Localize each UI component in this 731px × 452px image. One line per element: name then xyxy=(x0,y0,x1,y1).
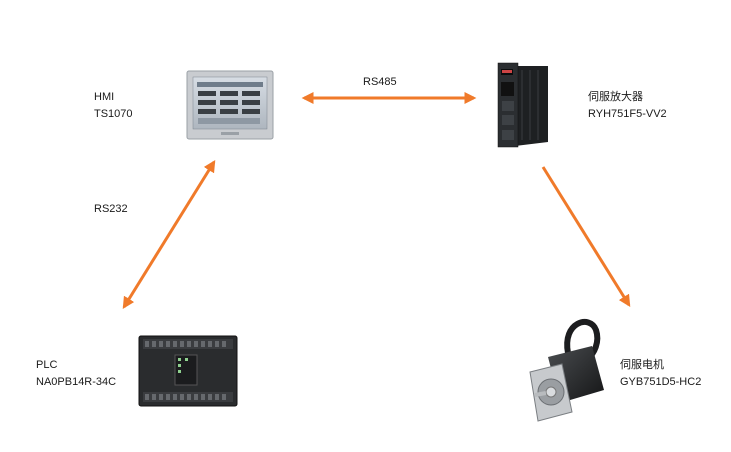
arrow-hmi-plc xyxy=(122,159,216,310)
rs485-label: RS485 xyxy=(363,76,397,88)
servo-motor-image xyxy=(529,319,604,422)
plc-image xyxy=(138,335,238,407)
hmi-label: HMI TS1070 xyxy=(94,89,133,123)
rs232-label: RS232 xyxy=(94,203,128,215)
arrow-amplifier-motor xyxy=(541,166,631,308)
arrows xyxy=(122,92,631,310)
hmi-device-image xyxy=(186,70,274,140)
servo-amplifier-image xyxy=(497,62,548,148)
servo-motor-model: GYB751D5-HC2 xyxy=(620,376,702,388)
servo-motor-label: 伺服电机 GYB751D5-HC2 xyxy=(620,357,701,391)
plc-model: NA0PB14R-34C xyxy=(36,376,117,388)
hmi-name: HMI xyxy=(94,91,115,103)
hmi-model: TS1070 xyxy=(94,108,133,120)
servo-amplifier-label: 伺服放大器 RYH751F5-VV2 xyxy=(588,89,667,123)
plc-label: PLC NA0PB14R-34C xyxy=(36,357,116,391)
servo-amplifier-name: 伺服放大器 xyxy=(588,91,643,103)
servo-motor-name: 伺服电机 xyxy=(620,359,664,371)
plc-name: PLC xyxy=(36,359,58,371)
servo-amplifier-model: RYH751F5-VV2 xyxy=(588,108,667,120)
